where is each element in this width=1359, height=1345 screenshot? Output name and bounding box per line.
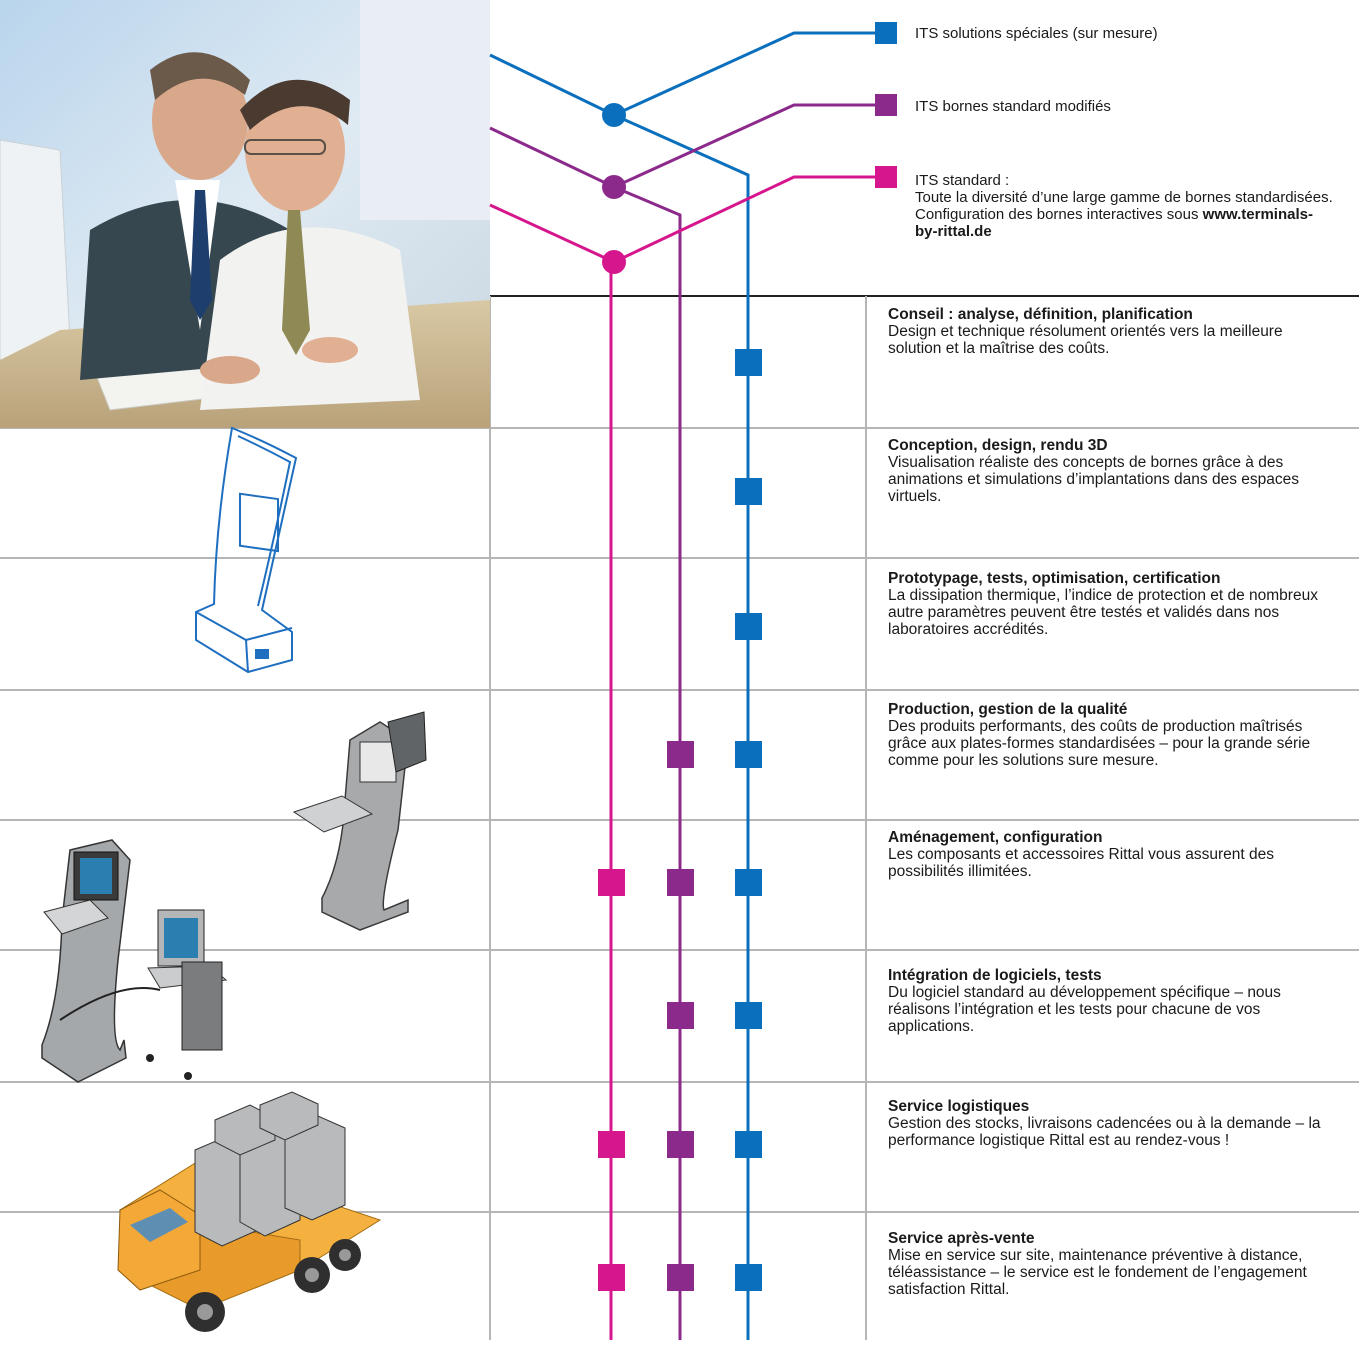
step-description: La dissipation thermique, l’indice de pr… <box>888 587 1318 638</box>
marker-modified <box>667 741 694 768</box>
marker-special <box>735 869 762 896</box>
step-description: Du logiciel standard au développement sp… <box>888 984 1281 1035</box>
step-integration: Intégration de logiciels, tests Du logic… <box>888 967 1338 1035</box>
step-description: Visualisation réaliste des concepts de b… <box>888 454 1299 505</box>
step-title: Conception, design, rendu 3D <box>888 437 1108 454</box>
step-logistique: Service logistiques Gestion des stocks, … <box>888 1098 1338 1149</box>
step-conception: Conception, design, rendu 3D Visualisati… <box>888 437 1338 505</box>
marker-special <box>735 1131 762 1158</box>
step-description: Gestion des stocks, livraisons cadencées… <box>888 1115 1321 1149</box>
legend-swatch-standard <box>875 166 897 188</box>
marker-special <box>735 349 762 376</box>
office-photo <box>0 0 490 428</box>
step-apres-vente: Service après-vente Mise en service sur … <box>888 1230 1338 1298</box>
step-production: Production, gestion de la qualité Des pr… <box>888 701 1338 769</box>
marker-modified <box>667 869 694 896</box>
marker-modified <box>667 1131 694 1158</box>
step-prototypage: Prototypage, tests, optimisation, certif… <box>888 570 1338 638</box>
marker-special <box>735 478 762 505</box>
step-title: Aménagement, configuration <box>888 829 1103 846</box>
node-modified <box>602 175 626 199</box>
step-title: Intégration de logiciels, tests <box>888 967 1102 984</box>
marker-special <box>735 741 762 768</box>
branch-modified <box>613 103 884 189</box>
marker-special <box>735 613 762 640</box>
delivery-truck <box>117 1091 382 1332</box>
lane-modified <box>489 126 682 1340</box>
kiosk-illustration <box>292 711 427 931</box>
marker-standard <box>598 1131 625 1158</box>
lane-standard <box>489 203 615 1340</box>
node-standard <box>602 250 626 274</box>
kiosk-wireframe <box>195 426 298 674</box>
marker-modified <box>667 1264 694 1291</box>
step-title: Conseil : analyse, définition, planifica… <box>888 306 1193 323</box>
terminals-link[interactable]: www.terminals-by-rittal.de <box>915 206 1313 240</box>
step-markers <box>598 349 762 1291</box>
step-title: Production, gestion de la qualité <box>888 701 1128 718</box>
marker-standard <box>598 869 625 896</box>
marker-modified <box>667 1002 694 1029</box>
step-conseil: Conseil : analyse, définition, planifica… <box>888 306 1338 357</box>
legend-label-modified: ITS bornes standard modifiés <box>915 98 1111 115</box>
step-description: Des produits performants, des coûts de p… <box>888 718 1311 769</box>
step-amenagement: Aménagement, configuration Les composant… <box>888 829 1338 880</box>
legend-swatch-modified <box>875 94 897 116</box>
step-title: Service après-vente <box>888 1230 1035 1247</box>
step-description: Mise en service sur site, maintenance pr… <box>888 1247 1307 1298</box>
marker-special <box>735 1002 762 1029</box>
marker-standard <box>598 1264 625 1291</box>
branch-special <box>613 31 884 117</box>
node-special <box>602 103 626 127</box>
legend-label-standard: ITS standard : <box>915 172 1010 189</box>
branch-standard <box>613 175 884 264</box>
legend-swatch-special <box>875 22 897 44</box>
legend-label-special: ITS solutions spéciales (sur mesure) <box>915 25 1158 42</box>
legend-item-modified: ITS bornes standard modifiés <box>915 98 1111 115</box>
step-title: Service logistiques <box>888 1098 1030 1115</box>
legend-item-standard: ITS standard : Toute la diversité d’une … <box>915 172 1335 240</box>
terminal-workstation <box>41 839 228 1083</box>
step-title: Prototypage, tests, optimisation, certif… <box>888 570 1221 587</box>
legend-item-special: ITS solutions spéciales (sur mesure) <box>915 25 1158 42</box>
legend-description-standard: Toute la diversité d’une large gamme de … <box>915 189 1333 223</box>
marker-special <box>735 1264 762 1291</box>
step-description: Design et technique résolument orientés … <box>888 323 1283 357</box>
step-description: Les composants et accessoires Rittal vou… <box>888 846 1274 880</box>
